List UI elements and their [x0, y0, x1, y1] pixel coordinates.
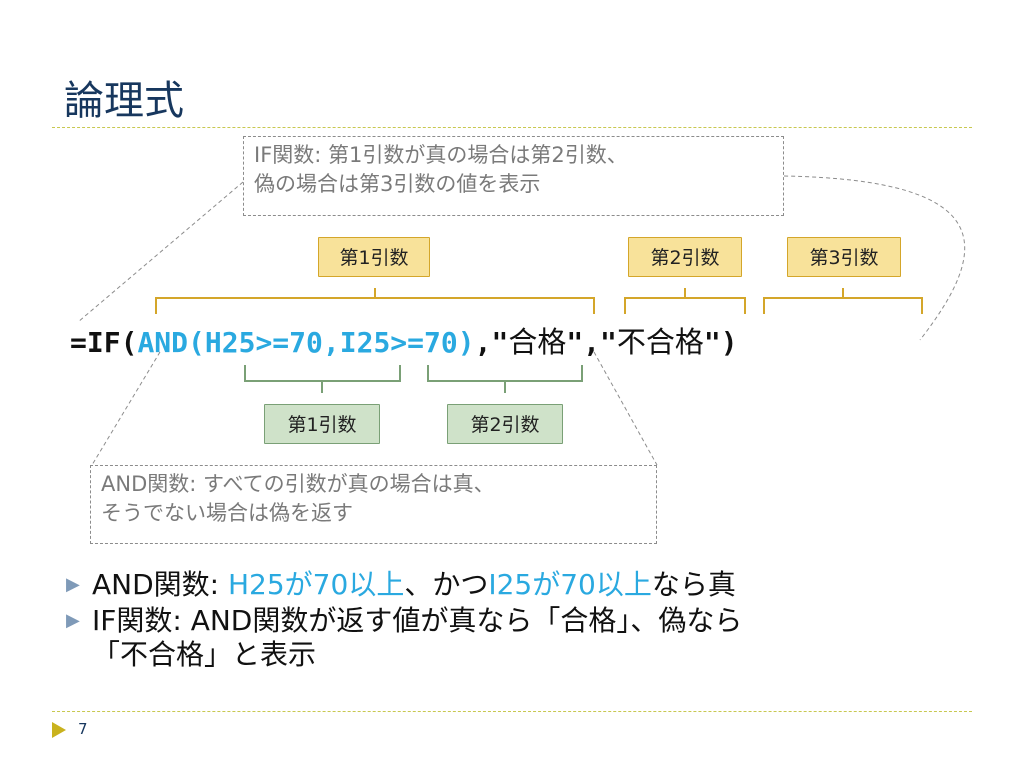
- bullet2-line2: 「不合格」と表示: [92, 638, 317, 671]
- and-arg2-bracket: [427, 365, 583, 382]
- footer-divider: [52, 711, 972, 712]
- bullet1-cond2: I25が70以上: [488, 568, 652, 601]
- if-arg3-tag: 第3引数: [787, 237, 901, 277]
- if-note-line1: IF関数: 第1引数が真の場合は第2引数、: [254, 143, 628, 167]
- bullet-list: ▶ AND関数: H25が70以上、かつI25が70以上なら真 ▶ IF関数: …: [66, 568, 742, 672]
- bullet2-line1: IF関数: AND関数が返す値が真なら「合格」、偽なら: [92, 604, 743, 637]
- and-arg2-tag: 第2引数: [447, 404, 563, 444]
- bullet1-lead: AND関数:: [92, 568, 228, 601]
- bullet-item: ▶ AND関数: H25が70以上、かつI25が70以上なら真: [66, 568, 742, 602]
- bullet1-mid: 、かつ: [404, 568, 489, 601]
- bullet1-cond1: H25が70以上: [228, 568, 405, 601]
- if-note-line2: 偽の場合は第3引数の値を表示: [254, 172, 541, 196]
- bullet1-tail: なら真: [651, 568, 736, 601]
- if-note-leader-left: [77, 181, 244, 323]
- if-function-note: IF関数: 第1引数が真の場合は第2引数、 偽の場合は第3引数の値を表示: [243, 136, 784, 216]
- and-note-line2: そうでない場合は偽を返す: [101, 501, 353, 525]
- bullet-item: ▶ IF関数: AND関数が返す値が真なら「合格」、偽なら 「不合格」と表示: [66, 604, 742, 672]
- and-arg1-bracket: [244, 365, 401, 382]
- formula-value-false: 不合格: [616, 325, 704, 359]
- title-divider: [52, 127, 972, 128]
- formula-value-true: 合格: [508, 325, 567, 359]
- formula-and-function: AND(H25>=70,I25>=70): [137, 326, 475, 359]
- formula-if-prefix: =IF(: [70, 326, 138, 359]
- if-arg3-bracket: [763, 297, 923, 314]
- and-note-line1: AND関数: すべての引数が真の場合は真、: [101, 472, 495, 496]
- if-arg1-tag: 第1引数: [318, 237, 430, 277]
- and-arg1-tag: 第1引数: [264, 404, 380, 444]
- bullet-arrow-icon: ▶: [66, 610, 80, 631]
- page-number: 7: [78, 720, 88, 738]
- formula: =IF(AND(H25>=70,I25>=70),"合格","不合格"): [70, 322, 738, 363]
- footer-arrow-icon: [52, 722, 66, 738]
- slide-title: 論理式: [64, 78, 184, 124]
- and-function-note: AND関数: すべての引数が真の場合は真、 そうでない場合は偽を返す: [90, 465, 657, 544]
- bullet-arrow-icon: ▶: [66, 574, 80, 595]
- and-note-leader-right: [593, 351, 658, 466]
- formula-sep1: ,": [474, 326, 509, 359]
- if-arg2-tag: 第2引数: [628, 237, 742, 277]
- formula-suffix: "): [703, 326, 738, 359]
- if-arg1-bracket: [155, 297, 595, 314]
- and-note-leader-left: [91, 351, 161, 466]
- if-arg2-bracket: [624, 297, 746, 314]
- formula-sep2: ",": [566, 326, 617, 359]
